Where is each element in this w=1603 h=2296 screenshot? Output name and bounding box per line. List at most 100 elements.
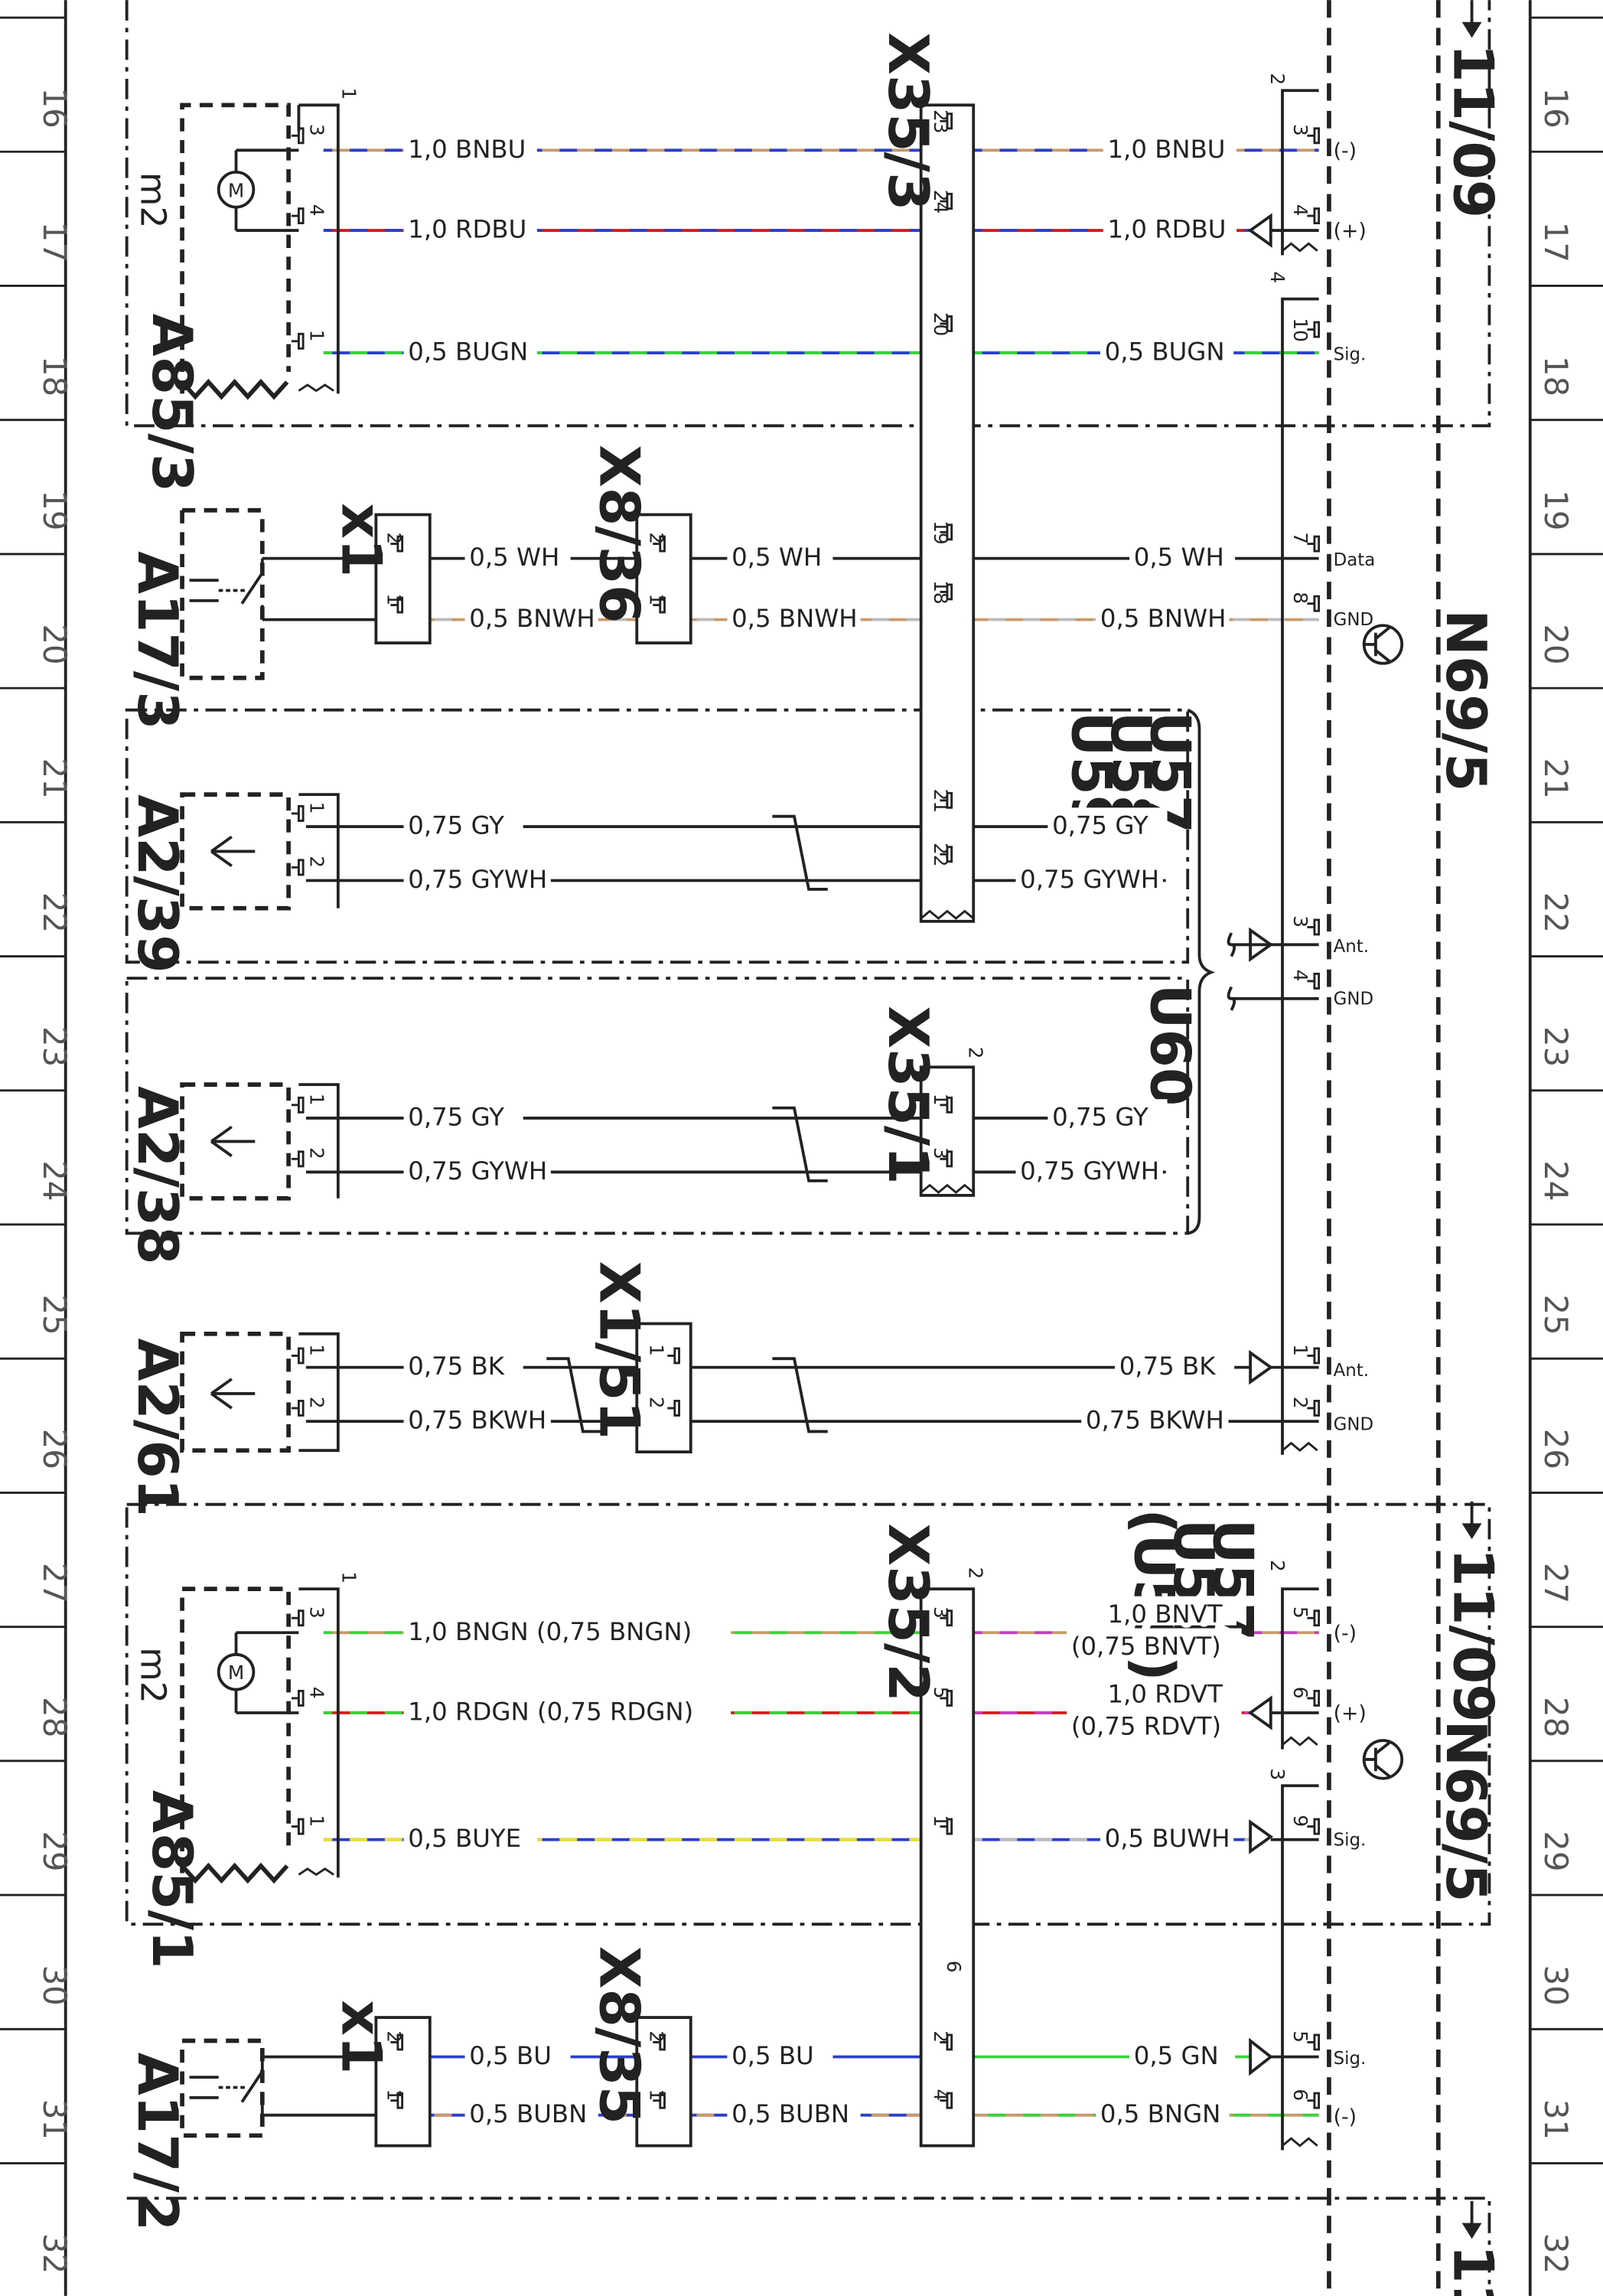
wire-label: 0,5 BU <box>469 2041 552 2070</box>
variant-mid: U60 <box>1138 984 1202 1106</box>
label-x1-top: x1 <box>329 503 393 577</box>
wire-label-bg <box>403 131 537 161</box>
wire-label: 1,0 BNBU <box>1107 135 1225 164</box>
pin-mark <box>390 535 404 553</box>
pin-number: 4 <box>1266 271 1289 283</box>
wire-label: 0,5 BNWH <box>469 604 595 633</box>
wire-label-bg <box>1067 1708 1242 1738</box>
wire-label: 0,75 GYWH <box>1020 865 1159 894</box>
wire-label-bg <box>1129 539 1236 569</box>
pin-mark <box>653 2033 666 2051</box>
pin-number: 4 <box>306 1687 328 1699</box>
row-number: 18 <box>36 356 73 396</box>
pin-number: 2 <box>930 2030 952 2043</box>
pin-mark <box>1307 2092 1321 2109</box>
motor-a85-3 <box>217 148 299 232</box>
pin-number: 2 <box>645 2030 667 2043</box>
pin-mark <box>291 207 305 224</box>
pin-number: 2 <box>965 1567 987 1580</box>
pin-mark <box>940 2033 953 2051</box>
row-number: 25 <box>36 1294 73 1335</box>
pin-number: 5 <box>930 1687 952 1699</box>
pin-number: 2 <box>383 2030 406 2043</box>
pin-number: 1 <box>645 1344 667 1356</box>
pin-number: 2 <box>1266 73 1289 85</box>
pin-number: 2 <box>1289 1397 1311 1409</box>
label-a2-38: A2/38 <box>125 1086 189 1264</box>
pin-number: 2 <box>306 856 328 868</box>
ref-top: 11/09 <box>1441 44 1505 218</box>
pin-number: 3 <box>1289 124 1311 136</box>
pin-function-labels: (-) (+) Sig. Data GND Ant. GND Ant. GND … <box>1334 139 1376 2129</box>
pin-number: 2 <box>1266 1560 1289 1572</box>
pin-number: 1 <box>930 1094 952 1106</box>
wire-label-bg <box>403 1820 537 1851</box>
pin-number: 3 <box>306 1606 328 1619</box>
motor-a85-1 <box>217 1631 299 1714</box>
label-a2-39: A2/39 <box>125 794 189 973</box>
pin-mark <box>1307 1347 1321 1365</box>
label-x1-bottom: x1 <box>329 2000 393 2074</box>
pin-number: 3 <box>1289 915 1311 928</box>
pin-mark <box>940 523 953 541</box>
pin-mark <box>1307 918 1321 936</box>
pin-mark <box>291 1347 305 1365</box>
pin-number: 1 <box>306 1094 328 1106</box>
pin-mark <box>390 2092 404 2109</box>
wire-label-bg <box>464 2095 598 2125</box>
wire-label-bg <box>403 1402 551 1432</box>
fn-sig-2: Sig. <box>1334 1830 1367 1850</box>
wire-label: 0,5 BUBN <box>469 2099 587 2128</box>
row-number: 16 <box>36 87 73 128</box>
pin-number: 6 <box>1289 1687 1311 1699</box>
wire-label-bg <box>403 1348 523 1378</box>
fn-minus-3: (-) <box>1334 2105 1357 2129</box>
wire-label: 0,75 BK <box>408 1352 505 1381</box>
row-number: 29 <box>1537 1831 1575 1871</box>
fn-plus-2: (+) <box>1334 1702 1367 1726</box>
switch-a17-3 <box>189 558 264 620</box>
row-number: 16 <box>1537 87 1575 128</box>
wire-label-bg <box>403 1153 551 1182</box>
label-x8-35: X8/35 <box>587 1946 651 2125</box>
row-number: 26 <box>36 1429 73 1469</box>
pin-number: 2 <box>965 1047 987 1059</box>
wire-label: 0,5 WH <box>1134 543 1224 572</box>
wire-label: 0,5 BUBN <box>731 2099 849 2128</box>
variant-labels: U57 U58 U59 U60 U57 U58 (U59) <box>1059 712 1265 1681</box>
row-ruler <box>0 16 1603 2164</box>
pin-mark <box>653 2092 666 2109</box>
wire-label: 0,5 BUGN <box>408 338 528 367</box>
pin-mark <box>940 791 953 809</box>
pin-number: 4 <box>1289 970 1311 982</box>
wire-label-bg <box>1129 2037 1236 2067</box>
wire-label: 0,75 GY <box>1052 811 1148 840</box>
wire-label-bg <box>727 2095 861 2125</box>
label-a85-1-prefix: m2 <box>133 1647 174 1704</box>
wire-label-bg <box>1103 1676 1237 1706</box>
pin-number: 4 <box>306 204 328 217</box>
pin-mark <box>1307 127 1321 145</box>
a85-3-wavy-edge <box>180 378 289 400</box>
wire-label: 1,0 BNBU <box>408 135 526 164</box>
fn-sig-1: Sig. <box>1334 345 1367 365</box>
row-number: 19 <box>1537 490 1575 530</box>
pin-mark <box>1307 972 1321 990</box>
pin-mark <box>291 1096 305 1114</box>
ref-mid: 11/09 <box>1441 1548 1505 1723</box>
row-number: 32 <box>36 2233 73 2274</box>
pin-number: 2 <box>306 1397 328 1409</box>
fn-sig-3: Sig. <box>1334 2049 1367 2069</box>
row-number: 21 <box>36 758 73 799</box>
row-number: 32 <box>1537 2233 1575 2274</box>
wire-label: 0,5 GN <box>1134 2041 1219 2070</box>
pin-mark <box>1307 535 1321 553</box>
fn-minus-1: (-) <box>1334 139 1357 163</box>
group-boxes <box>125 0 1491 2296</box>
a85-1-wavy-edge <box>180 1862 289 1884</box>
row-number: 24 <box>1537 1160 1575 1201</box>
wire-label-bg <box>1103 1596 1237 1626</box>
